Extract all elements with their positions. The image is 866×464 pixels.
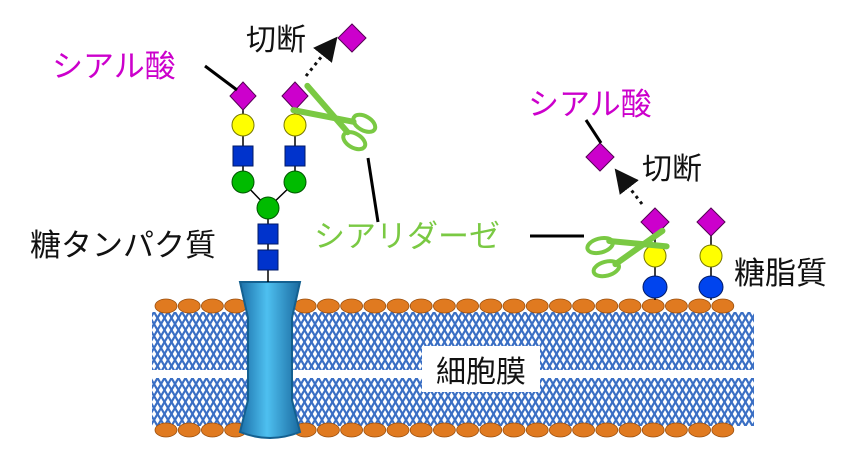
lipid-head xyxy=(386,298,410,314)
glcnac-square xyxy=(257,223,279,245)
glucose-circle xyxy=(642,275,668,299)
lipid-head xyxy=(665,422,688,438)
scissors-icon xyxy=(290,82,378,152)
lipid-head xyxy=(525,298,549,314)
lipid-head xyxy=(595,298,619,314)
scissors-icon xyxy=(585,227,670,279)
sialidase-label: シアリダーゼ xyxy=(314,219,500,255)
lipid-head xyxy=(293,298,317,314)
lipid-head xyxy=(154,422,178,438)
sialic-acid-label-right: シアル酸 xyxy=(528,87,652,123)
lipid-head xyxy=(641,298,665,314)
lipid-head xyxy=(641,422,665,438)
leader-line xyxy=(366,157,380,223)
lipid-head xyxy=(386,422,410,438)
lipid-head xyxy=(572,298,595,314)
lipid-head xyxy=(316,298,340,314)
lipid-head xyxy=(479,422,503,438)
lipid-head xyxy=(432,298,456,314)
glycoprotein-label: 糖タンパク質 xyxy=(30,228,216,264)
lipid-heads-top xyxy=(154,298,735,314)
lipid-head xyxy=(409,298,433,314)
lipid-head xyxy=(479,298,503,314)
lipid-head xyxy=(711,298,735,314)
lipid-head xyxy=(409,422,433,438)
lipid-head xyxy=(618,422,642,438)
glcnac-square xyxy=(232,145,254,167)
glcnac-square xyxy=(257,249,279,271)
lipid-head xyxy=(618,298,642,314)
cell-membrane-label: 細胞膜 xyxy=(436,355,526,390)
sialic-acid-diamond xyxy=(696,207,726,237)
cleavage-arrow-left xyxy=(304,36,338,77)
lipid-head xyxy=(665,298,688,314)
galactose-circle xyxy=(283,113,307,137)
lipid-head xyxy=(502,298,526,314)
lipid-head xyxy=(688,298,711,314)
lipid-head xyxy=(200,422,224,438)
galactose-circle xyxy=(699,244,723,268)
released-sialic-acid-diamond xyxy=(337,23,367,53)
lipid-head xyxy=(177,422,201,438)
glucose-circle xyxy=(698,275,724,299)
leader-line xyxy=(204,64,238,92)
cleavage-label-right: 切断 xyxy=(642,152,702,187)
lipid-head xyxy=(340,298,364,314)
lipid-head xyxy=(363,422,387,438)
lipid-head xyxy=(502,422,526,438)
glycoprotein-glycan xyxy=(229,81,309,282)
released-sialic-acid-diamond xyxy=(585,142,615,172)
mannose-circle xyxy=(231,170,255,194)
lipid-head xyxy=(456,298,480,314)
lipid-head xyxy=(316,422,340,438)
cleavage-arrow-right xyxy=(614,168,644,205)
glycolipid-glycan xyxy=(640,207,726,300)
mannose-circle xyxy=(256,196,280,220)
galactose-circle xyxy=(231,113,255,137)
lipid-head xyxy=(572,422,595,438)
cleavage-label-left: 切断 xyxy=(246,23,306,58)
sialic-acid-diamond xyxy=(281,81,309,111)
membrane-protein xyxy=(238,281,302,439)
lipid-head xyxy=(432,422,456,438)
lipid-head xyxy=(340,422,364,438)
sialic-acid-label-left: シアル酸 xyxy=(52,49,176,85)
lipid-head xyxy=(363,298,387,314)
glycolipid-label: 糖脂質 xyxy=(734,256,827,292)
membrane-label-box xyxy=(422,346,540,392)
lipid-head xyxy=(177,298,201,314)
glcnac-square xyxy=(284,145,306,167)
leader-line xyxy=(584,119,603,144)
lipid-head xyxy=(549,422,572,438)
lipid-head xyxy=(154,298,178,314)
mannose-circle xyxy=(283,170,307,194)
lipid-head xyxy=(711,422,735,438)
lipid-head xyxy=(549,298,572,314)
lipid-head xyxy=(456,422,480,438)
lipid-head xyxy=(595,422,619,438)
lipid-head xyxy=(525,422,549,438)
lipid-head xyxy=(200,298,224,314)
lipid-head xyxy=(688,422,711,438)
lipid-heads-bottom xyxy=(154,422,735,438)
